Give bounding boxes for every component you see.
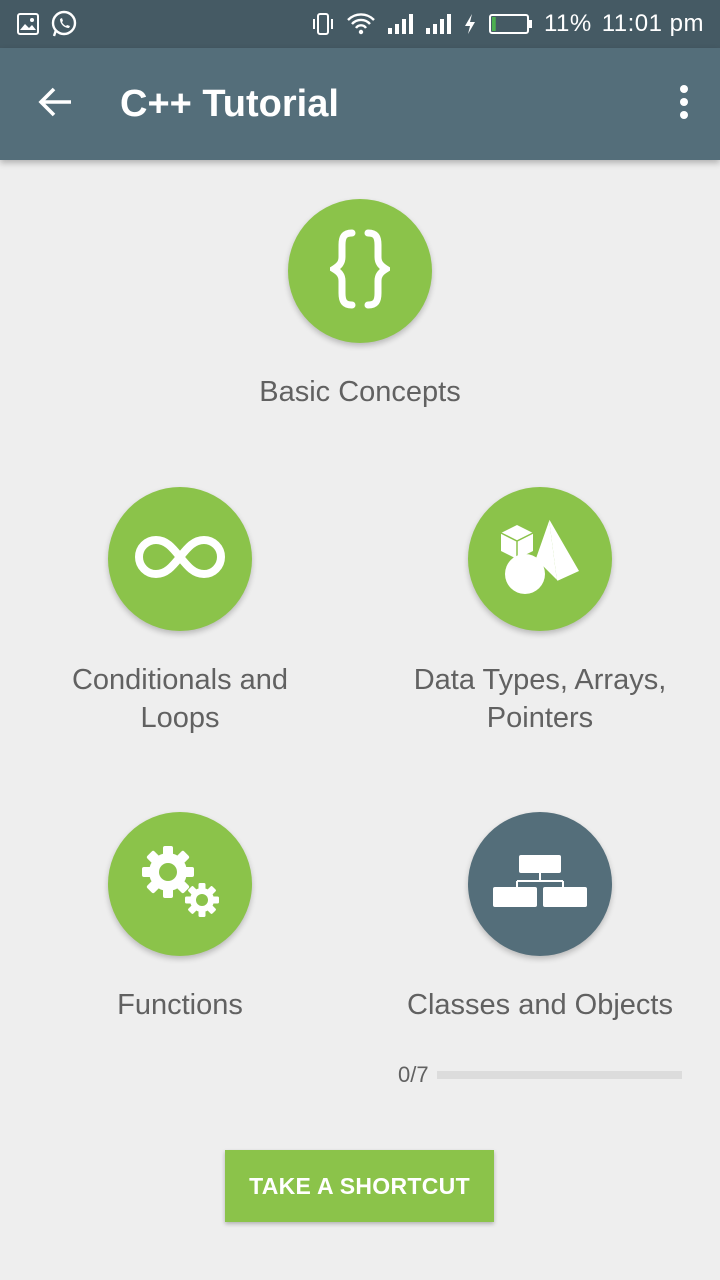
status-right: 11% 11:01 pm <box>310 10 704 38</box>
topic-label: Data Types, Arrays, Pointers <box>413 664 667 734</box>
topic-functions[interactable]: Functions <box>30 812 330 1024</box>
topic-label: Basic Concepts <box>259 376 461 408</box>
topic-circle-locked[interactable] <box>468 812 612 956</box>
signal-icon <box>386 12 414 36</box>
whatsapp-icon <box>50 10 78 38</box>
progress-text: 0/7 <box>398 1062 429 1087</box>
battery-icon <box>488 12 534 36</box>
shapes-icon <box>497 517 583 602</box>
topic-circle[interactable] <box>468 487 612 631</box>
signal-icon <box>424 12 452 36</box>
topic-circle[interactable] <box>108 812 252 956</box>
vibrate-icon <box>310 11 336 37</box>
topic-label: Conditionals and Loops <box>71 664 289 734</box>
topic-label: Functions <box>117 989 243 1021</box>
status-bar: 11% 11:01 pm <box>0 0 720 48</box>
gallery-icon <box>16 12 40 36</box>
back-button[interactable] <box>30 82 80 126</box>
arrow-back-icon <box>37 86 73 123</box>
topic-classes-and-objects[interactable]: Classes and Objects <box>390 812 690 1024</box>
topic-circle[interactable] <box>288 199 432 343</box>
overflow-menu-button[interactable] <box>668 78 700 130</box>
app-bar: C++ Tutorial <box>0 48 720 160</box>
page-title: C++ Tutorial <box>120 83 339 125</box>
topic-label: Classes and Objects <box>407 989 673 1021</box>
charging-icon <box>462 12 478 36</box>
status-left <box>16 10 78 38</box>
topic-basic-concepts[interactable]: Basic Concepts <box>210 199 510 411</box>
topic-conditionals-and-loops[interactable]: Conditionals and Loops <box>30 487 330 737</box>
more-vert-icon <box>678 84 690 125</box>
topic-data-types[interactable]: Data Types, Arrays, Pointers <box>390 487 690 737</box>
infinity-icon <box>135 532 225 587</box>
take-a-shortcut-button[interactable]: TAKE A SHORTCUT <box>225 1150 494 1222</box>
progress-bar <box>436 1071 682 1079</box>
topic-circle[interactable] <box>108 487 252 631</box>
wifi-icon <box>346 11 376 37</box>
lesson-progress: 0/7 <box>398 1060 682 1090</box>
hierarchy-icon <box>493 854 587 914</box>
braces-icon <box>327 229 393 314</box>
battery-percent: 11% <box>543 10 592 37</box>
gears-icon <box>138 844 222 925</box>
clock: 11:01 pm <box>601 10 704 37</box>
